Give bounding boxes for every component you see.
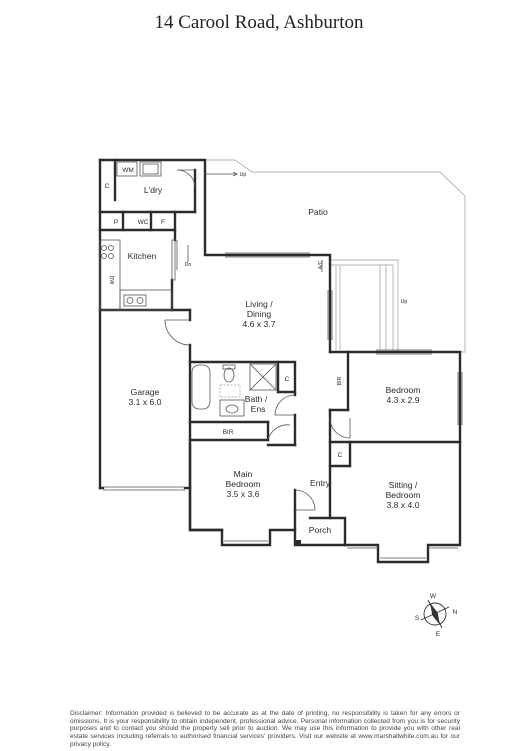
label-bedroom-dim: 4.3 x 2.9	[387, 395, 420, 405]
bedroom-door	[267, 424, 291, 441]
label-sitting-dim: 3.8 x 4.0	[387, 500, 420, 510]
bedroom-door	[329, 417, 351, 439]
shower-screen	[219, 384, 241, 398]
label-bedroom: Bedroom	[386, 385, 421, 395]
toilet-cistern	[222, 364, 236, 370]
label-wc: WC	[138, 219, 149, 226]
disclaimer-text: Disclaimer: Information provided is beli…	[70, 710, 460, 748]
kitchen-bench	[119, 289, 173, 311]
label-main-dim: 3.5 x 3.6	[227, 489, 260, 499]
page-title: 14 Carool Road, Ashburton	[154, 12, 364, 33]
compass-e: E	[436, 631, 441, 638]
laundry-door	[176, 169, 196, 187]
cooktop-burner	[108, 245, 114, 251]
cooktop-burner	[101, 245, 107, 251]
compass-icon	[420, 599, 450, 629]
label-sitting: Sitting /	[389, 480, 418, 490]
basin	[225, 404, 239, 414]
island-bench	[171, 239, 176, 281]
wall-main-bedroom	[188, 443, 297, 547]
label-dining: Dining	[247, 309, 272, 319]
wall-bath	[188, 360, 297, 397]
cooktop-burner	[108, 253, 114, 259]
label-ac: A/C	[318, 260, 324, 269]
vanity	[219, 399, 245, 417]
wall-sitting	[328, 440, 462, 564]
label-wm: WM	[122, 167, 134, 174]
label-main: Main	[234, 469, 253, 479]
deck-rail	[330, 264, 394, 352]
porch-post	[295, 540, 301, 546]
label-stairs-down: Dn	[185, 262, 192, 268]
kitchen-bench	[99, 239, 121, 311]
laundry-tub	[139, 161, 162, 177]
label-stairs-up-deck: Up	[401, 299, 408, 305]
washing-machine	[116, 161, 138, 177]
label-dishwasher: DW	[108, 276, 114, 285]
label-kitchen: Kitchen	[128, 251, 157, 261]
sink-bowl	[136, 297, 144, 304]
label-laundry-cupboard: C	[105, 183, 110, 190]
compass-s: S	[415, 615, 420, 622]
stair-arrow-head	[232, 171, 238, 177]
label-entry-cupboard: C	[338, 452, 343, 459]
cooktop-burner	[101, 253, 107, 259]
label-bath: Bath /	[245, 394, 268, 404]
label-pantry: P	[114, 219, 118, 226]
label-garage-dim: 3.1 x 6.0	[129, 397, 162, 407]
label-porch: Porch	[309, 525, 332, 535]
label-fridge: F	[161, 219, 165, 226]
floor-plan: WM C L'dry P WC F Kitchen DW Up Dn Up Pa…	[98, 158, 466, 638]
label-patio: Patio	[308, 207, 328, 217]
label-stairs-up: Up	[240, 172, 247, 178]
ensuite-door	[274, 394, 296, 416]
garage-internal-door	[164, 319, 191, 346]
label-bath-cupboard: C	[285, 376, 290, 383]
shower	[249, 363, 277, 391]
patio-outline	[205, 159, 466, 353]
wall-garage-east	[188, 343, 224, 532]
entry-door	[294, 489, 316, 511]
label-main-bedroom: Bedroom	[226, 479, 261, 489]
laundry-tub-basin	[142, 163, 159, 175]
label-laundry: L'dry	[144, 185, 163, 195]
bath-tub	[191, 364, 211, 410]
deck-rail	[330, 259, 399, 352]
kitchen-sink	[123, 294, 147, 307]
label-garage: Garage	[131, 387, 160, 397]
label-living-dim: 4.6 x 3.7	[243, 319, 276, 329]
label-entry: Entry	[310, 478, 331, 488]
compass-n: N	[453, 609, 458, 616]
label-bir-main: BIR	[223, 429, 234, 436]
label-ens: Ens	[251, 404, 266, 414]
label-bir-bedroom: BIR	[337, 376, 343, 385]
sink-bowl	[126, 297, 134, 304]
label-sitting-bedroom: Bedroom	[386, 490, 421, 500]
compass-w: W	[430, 593, 437, 600]
shower-cross	[249, 363, 277, 391]
toilet	[223, 367, 235, 383]
wall-west-top	[98, 158, 332, 354]
label-living: Living /	[245, 299, 273, 309]
